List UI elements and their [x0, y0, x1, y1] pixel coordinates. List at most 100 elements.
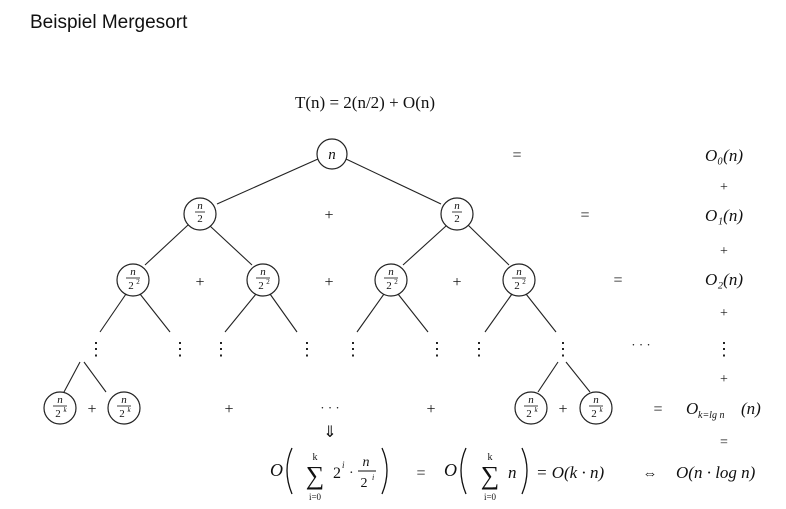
svg-text:2: 2: [514, 280, 520, 292]
plus-signs: + + + + + + + + + + + +: [87, 180, 728, 418]
svg-text:2: 2: [454, 213, 460, 225]
svg-text:2: 2: [258, 280, 264, 292]
svg-text:=: =: [512, 147, 521, 164]
tree-node-level1: n 2: [440, 197, 474, 231]
svg-text:2: 2: [394, 278, 398, 286]
svg-text:k: k: [534, 406, 538, 414]
svg-text:O: O: [686, 399, 698, 418]
svg-text:i=0: i=0: [484, 492, 497, 502]
svg-text:+: +: [87, 401, 96, 418]
tree-node-level2: n 2 2: [246, 263, 280, 297]
svg-text:+: +: [720, 244, 728, 259]
svg-text:2: 2: [526, 408, 532, 420]
svg-text:k=lg n: k=lg n: [698, 410, 724, 421]
svg-text:⋮: ⋮: [298, 339, 316, 359]
svg-text:O(n · log n): O(n · log n): [676, 463, 756, 482]
svg-text:2: 2: [361, 476, 368, 491]
svg-text:∑: ∑: [481, 461, 500, 490]
svg-text:⋮: ⋮: [470, 339, 488, 359]
tree-node-leaf: n 2 k: [107, 391, 141, 425]
svg-text:=: =: [580, 207, 589, 224]
svg-text:2: 2: [119, 408, 125, 420]
svg-text:+: +: [426, 401, 435, 418]
svg-text:i: i: [342, 460, 345, 470]
tree-node-level2: n 2 2: [116, 263, 150, 297]
svg-text:+: +: [224, 401, 233, 418]
tree-node-leaf: n 2 k: [43, 391, 77, 425]
svg-text:⋮: ⋮: [715, 339, 733, 359]
recurrence-formula: T(n) = 2(n/2) + O(n): [295, 93, 435, 112]
svg-text:k: k: [488, 452, 493, 463]
svg-text:n: n: [57, 394, 63, 406]
svg-text:2: 2: [128, 280, 134, 292]
tree-node-root: n: [316, 138, 348, 170]
svg-text:(n): (n): [741, 399, 761, 418]
level-cost-2: O₂(n): [705, 270, 743, 289]
level-cost-k: O k=lg n (n): [686, 399, 761, 421]
svg-text:+: +: [558, 401, 567, 418]
svg-text:∑: ∑: [306, 461, 325, 490]
svg-text:k: k: [313, 452, 318, 463]
svg-text:n: n: [516, 266, 522, 278]
svg-text:=: =: [720, 435, 728, 450]
svg-text:O: O: [270, 460, 283, 480]
svg-text:⋮: ⋮: [87, 339, 105, 359]
tree-node-level2: n 2 2: [374, 263, 408, 297]
svg-text:n: n: [593, 394, 599, 406]
svg-text:2: 2: [522, 278, 526, 286]
tree-node-level1: n 2: [183, 197, 217, 231]
svg-text:+: +: [195, 274, 204, 291]
horizontal-ellipsis: · · ·: [631, 337, 651, 352]
svg-text:n: n: [454, 200, 460, 212]
svg-text:O: O: [444, 460, 457, 480]
svg-text:n: n: [121, 394, 127, 406]
svg-text:+: +: [720, 372, 728, 387]
level-cost-1: O₁(n): [705, 206, 743, 225]
svg-text:⋮: ⋮: [212, 339, 230, 359]
svg-text:·: ·: [349, 466, 354, 481]
vertical-ellipses: ⋮ ⋮ ⋮ ⋮ ⋮ ⋮ ⋮ ⋮ ⋮: [87, 339, 733, 359]
svg-text:n: n: [260, 266, 266, 278]
svg-text:n: n: [508, 463, 517, 482]
svg-text:⇔: ⇔: [643, 466, 658, 482]
bottom-horizontal-ellipsis: · · ·: [320, 400, 340, 415]
svg-text:2: 2: [333, 465, 341, 482]
svg-text:k: k: [599, 406, 603, 414]
svg-text:=: =: [416, 465, 425, 482]
svg-text:+: +: [452, 274, 461, 291]
svg-text:2: 2: [136, 278, 140, 286]
svg-text:= O(k · n): = O(k · n): [536, 463, 604, 482]
svg-text:⋮: ⋮: [428, 339, 446, 359]
svg-text:i=0: i=0: [309, 492, 322, 502]
svg-text:+: +: [324, 207, 333, 224]
svg-text:k: k: [63, 406, 67, 414]
slide-title: Beispiel Mergesort: [30, 12, 188, 33]
svg-text:+: +: [720, 306, 728, 321]
svg-text:+: +: [324, 274, 333, 291]
svg-text:=: =: [613, 272, 622, 289]
svg-text:+: +: [720, 180, 728, 195]
svg-text:2: 2: [55, 408, 61, 420]
svg-text:2: 2: [591, 408, 597, 420]
equals-signs: = = = = =: [512, 147, 728, 450]
svg-text:2: 2: [266, 278, 270, 286]
svg-text:k: k: [127, 406, 131, 414]
tree-edges: [63, 158, 591, 393]
tree-node-level2: n 2 2: [502, 263, 536, 297]
down-arrow: ⇓: [323, 424, 336, 441]
sum-formula: O k ∑ i=0 2 i · n 2 i = O k ∑ i=0 n = O(…: [270, 447, 756, 502]
svg-text:n: n: [197, 200, 203, 212]
svg-text:n: n: [363, 455, 370, 470]
tree-node-leaf: n 2 k: [579, 391, 613, 425]
tree-node-leaf: n 2 k: [514, 391, 548, 425]
svg-text:2: 2: [386, 280, 392, 292]
svg-text:2: 2: [197, 213, 203, 225]
level-cost-0: O₀(n): [705, 146, 743, 165]
svg-text:n: n: [130, 266, 136, 278]
svg-text:⋮: ⋮: [171, 339, 189, 359]
svg-text:i: i: [372, 473, 374, 482]
svg-text:n: n: [328, 147, 336, 163]
svg-text:n: n: [528, 394, 534, 406]
svg-text:n: n: [388, 266, 394, 278]
